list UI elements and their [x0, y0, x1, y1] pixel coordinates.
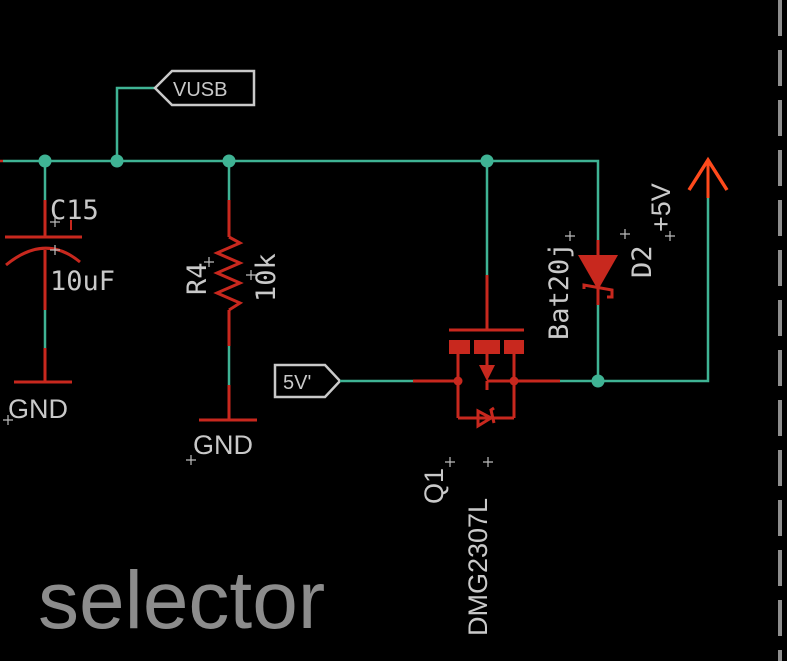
supply-plus5v[interactable] [687, 156, 729, 198]
c15-value: 10uF [50, 266, 115, 297]
vusb-net[interactable] [0, 86, 600, 275]
port-vusb[interactable]: VUSB [153, 69, 256, 107]
r4-ref: R4 [182, 262, 213, 295]
gnd-label-r4: GND [193, 430, 253, 460]
diode-d2[interactable] [578, 240, 618, 305]
junction [38, 154, 52, 168]
sheet-title: selector [38, 555, 325, 646]
q1-ref: Q1 [419, 468, 449, 504]
output-net[interactable] [560, 198, 710, 383]
mosfet-q1[interactable] [413, 275, 560, 429]
junction [591, 374, 605, 388]
port-5v-prime[interactable]: 5V' [273, 363, 342, 399]
capacitor-c15[interactable] [5, 200, 82, 384]
gnd-label-c15: GND [8, 394, 68, 424]
c15-ref: C15 [50, 195, 99, 226]
r4-value: 10k [251, 253, 282, 302]
junction [222, 154, 236, 168]
d2-value: Bat20j [544, 242, 575, 340]
origin-markers [3, 217, 675, 467]
resistor-r4[interactable] [199, 200, 257, 422]
port-5v-prime-label: 5V' [283, 372, 311, 394]
plus5v-label: +5V [646, 183, 676, 232]
d2-ref: D2 [627, 245, 658, 278]
junction [480, 154, 494, 168]
q1-value: DMG2307L [463, 498, 493, 636]
port-vusb-label: VUSB [173, 79, 227, 101]
junction [110, 154, 124, 168]
